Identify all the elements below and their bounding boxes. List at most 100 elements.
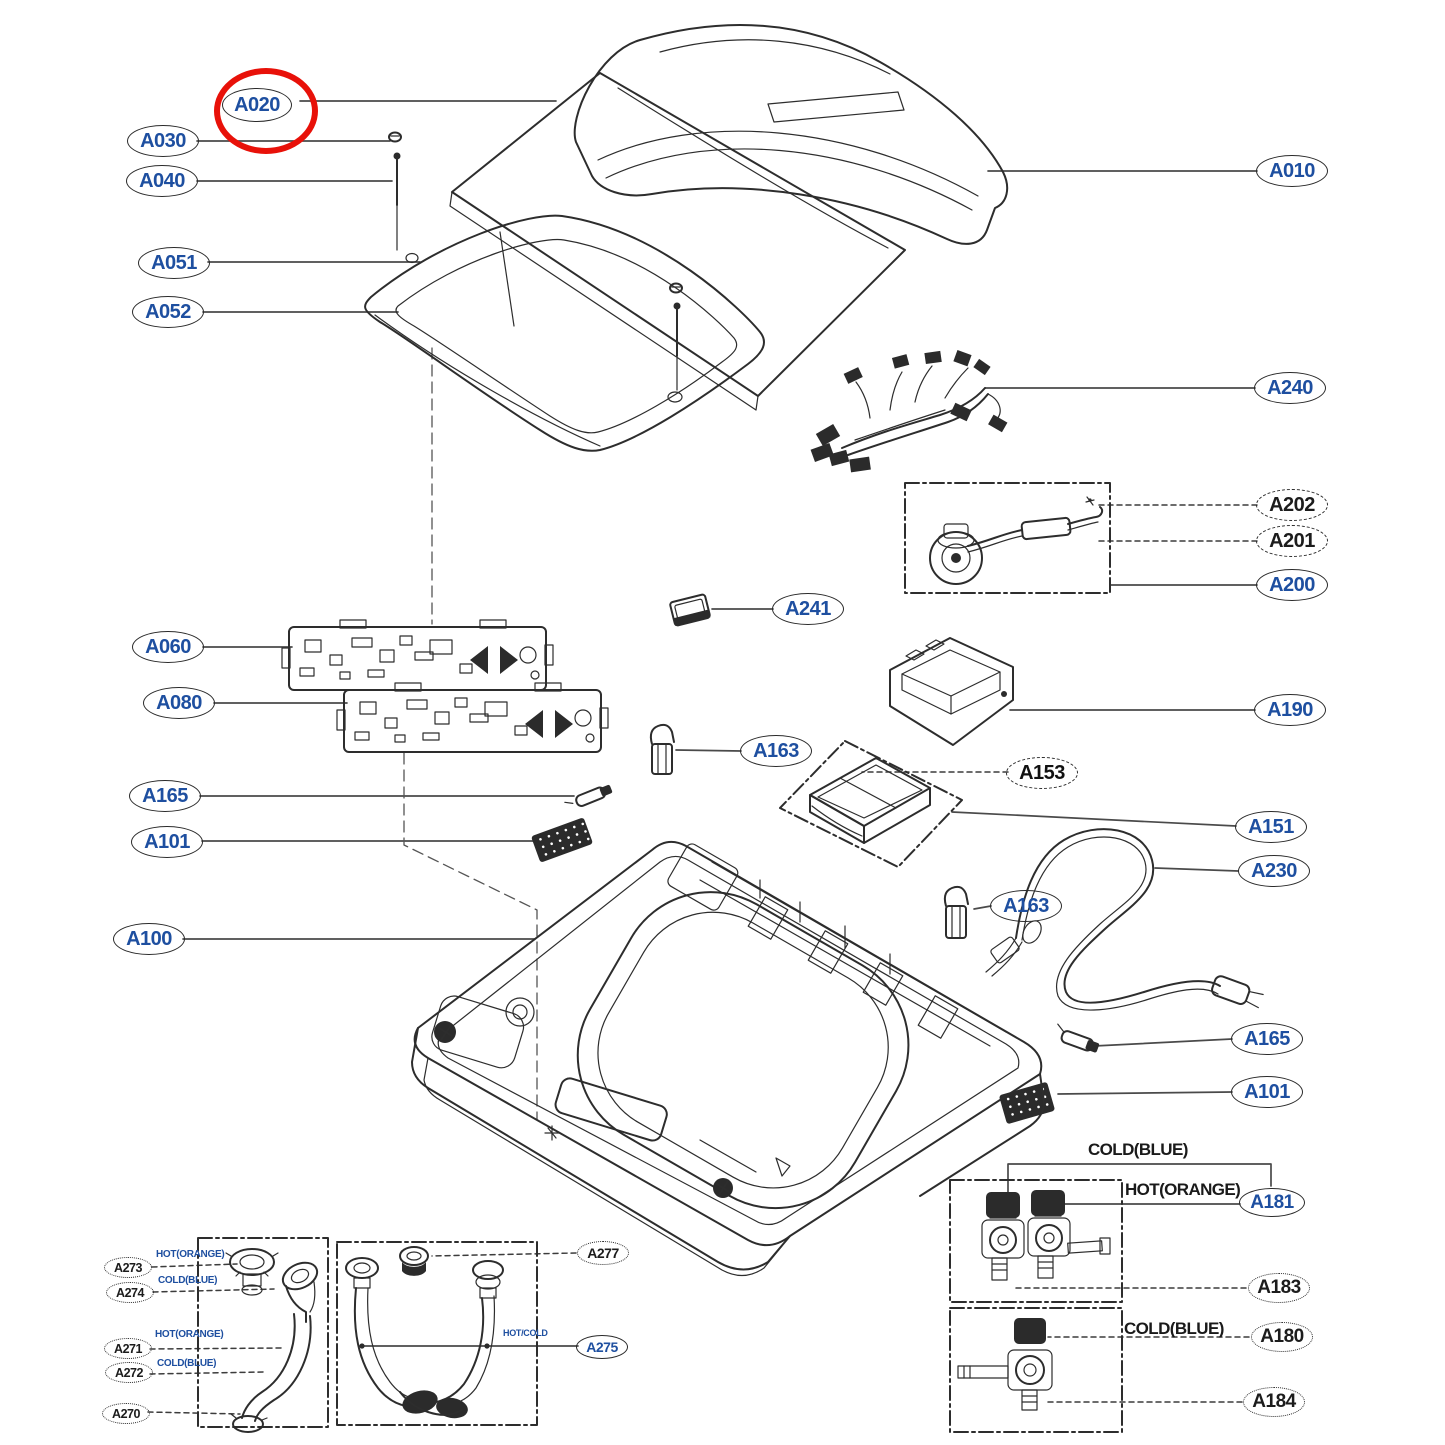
callout-a101-left: A101 (131, 826, 203, 858)
callout-a180-label: A180 (1260, 1326, 1304, 1347)
callout-a052: A052 (132, 296, 204, 328)
callout-a202-label: A202 (1269, 493, 1315, 516)
part-top-cover (449, 72, 906, 411)
callout-a020-label: A020 (234, 93, 280, 116)
part-detergent-tray (779, 740, 963, 868)
callout-a183-label: A183 (1257, 1277, 1301, 1298)
part-wire-harness (810, 349, 1008, 473)
callout-a240-label: A240 (1267, 376, 1313, 399)
callout-a163-left: A163 (740, 735, 812, 767)
callout-a181-label: A181 (1250, 1191, 1294, 1213)
callout-a165-left: A165 (129, 780, 201, 812)
callout-a100: A100 (113, 923, 185, 955)
dashed-leader-lines (147, 504, 1258, 1415)
callout-a183: A183 (1248, 1273, 1310, 1303)
part-top-frame (411, 840, 1045, 1277)
callout-a153: A153 (1006, 757, 1078, 789)
callout-a165-left-label: A165 (142, 784, 188, 807)
callout-a241: A241 (772, 593, 844, 625)
annotation-hot-cold: HOT/COLD (503, 1328, 548, 1338)
callout-a184-label: A184 (1252, 1391, 1296, 1412)
callout-a184: A184 (1243, 1387, 1305, 1417)
part-single-inlet-valve (949, 1307, 1123, 1433)
callout-a163-right: A163 (990, 890, 1062, 922)
annotation-cold-blue-hose-2: COLD(BLUE) (157, 1358, 217, 1369)
leader-lines (182, 100, 1272, 1349)
callout-a080-label: A080 (156, 691, 202, 714)
callout-a181: A181 (1239, 1188, 1305, 1217)
callout-a163-right-label: A163 (1003, 894, 1049, 917)
callout-a275: A275 (576, 1335, 628, 1359)
callout-a200: A200 (1256, 569, 1328, 601)
callout-a010-label: A010 (1269, 159, 1315, 182)
callout-a163-left-label: A163 (753, 739, 799, 762)
callout-a202: A202 (1256, 489, 1328, 521)
callout-a030: A030 (127, 125, 199, 157)
callout-a201-label: A201 (1269, 529, 1315, 552)
callout-a241-label: A241 (785, 597, 831, 620)
callout-a060-label: A060 (145, 635, 191, 658)
part-drain-guide (889, 637, 1014, 746)
annotation-cold-blue-top: COLD(BLUE) (1088, 1140, 1188, 1159)
callout-a051-label: A051 (151, 251, 197, 274)
callout-a101-right-label: A101 (1244, 1080, 1290, 1103)
annotation-hot-orange-hose-2: HOT(ORANGE) (155, 1329, 224, 1340)
annotation-hot-orange-hose-1: HOT(ORANGE) (156, 1249, 225, 1260)
part-clip-right (943, 885, 969, 939)
callout-a151: A151 (1235, 811, 1307, 843)
callout-a272: A272 (105, 1362, 153, 1383)
callout-a270-label: A270 (112, 1406, 140, 1421)
callout-a165-right-label: A165 (1244, 1027, 1290, 1050)
part-sensor-left (564, 784, 613, 807)
callout-a020: A020 (222, 88, 292, 122)
part-panel-frame (364, 214, 765, 452)
callout-a040: A040 (126, 165, 198, 197)
callout-a101-right: A101 (1231, 1076, 1303, 1108)
callout-a271-label: A271 (114, 1341, 142, 1356)
callout-a240: A240 (1254, 372, 1326, 404)
part-cap-screw (388, 131, 683, 403)
callout-a230: A230 (1238, 855, 1310, 887)
callout-a274-label: A274 (116, 1285, 144, 1300)
part-pcb-a060 (281, 619, 554, 691)
callout-a180: A180 (1251, 1322, 1313, 1352)
callout-a030-label: A030 (140, 129, 186, 152)
callout-a277-label: A277 (587, 1245, 619, 1261)
callout-a100-label: A100 (126, 927, 172, 950)
part-hose-box-1 (197, 1237, 329, 1433)
part-power-cord (985, 828, 1264, 1011)
callout-a200-label: A200 (1269, 573, 1315, 596)
annotation-hot-orange-right: HOT(ORANGE) (1125, 1180, 1241, 1199)
callout-a010: A010 (1256, 155, 1328, 187)
callout-a277: A277 (577, 1241, 629, 1265)
callout-a273-label: A273 (114, 1260, 142, 1275)
callout-a271: A271 (104, 1338, 152, 1359)
callout-a190: A190 (1254, 694, 1326, 726)
callout-a190-label: A190 (1267, 698, 1313, 721)
part-back-cover (573, 23, 1009, 245)
part-pressure-switch-box (904, 482, 1111, 594)
callout-a230-label: A230 (1251, 859, 1297, 882)
callout-a151-label: A151 (1248, 815, 1294, 838)
annotation-cold-blue-bottom: COLD(BLUE) (1124, 1319, 1224, 1338)
part-clip-left (649, 723, 675, 775)
callout-a272-label: A272 (115, 1365, 143, 1380)
part-sensor-right (1057, 1023, 1100, 1053)
callout-a201: A201 (1256, 525, 1328, 557)
callout-a051: A051 (138, 247, 210, 279)
callout-a273: A273 (104, 1257, 152, 1278)
part-grille-left (531, 818, 593, 862)
callout-a275-label: A275 (586, 1339, 618, 1355)
callout-a274: A274 (106, 1282, 154, 1303)
callout-a040-label: A040 (139, 169, 185, 192)
callout-a270: A270 (102, 1403, 150, 1424)
callout-a153-label: A153 (1019, 761, 1065, 784)
annotation-cold-blue-hose-1: COLD(BLUE) (158, 1275, 218, 1286)
part-connector (669, 593, 711, 627)
part-pcb-a080 (336, 682, 609, 753)
callout-a101-left-label: A101 (144, 830, 190, 853)
callout-a080: A080 (143, 687, 215, 719)
callout-a052-label: A052 (145, 300, 191, 323)
